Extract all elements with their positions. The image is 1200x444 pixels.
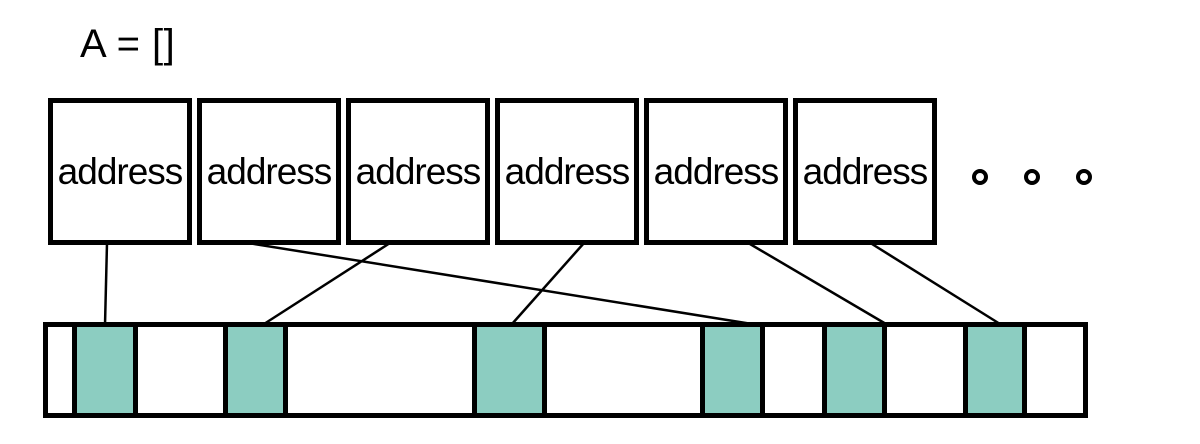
address-box-6: address — [793, 98, 937, 245]
pointer-line-6 — [871, 242, 1001, 326]
pointer-line-5 — [749, 242, 887, 326]
ellipsis-circle-icon — [1024, 169, 1040, 185]
address-box-label: address — [206, 150, 333, 192]
memory-cell-1 — [72, 327, 138, 413]
pointer-line-2 — [247, 241, 753, 326]
pointer-line-3 — [263, 241, 391, 326]
memory-cell-2 — [223, 327, 288, 413]
memory-cell-6 — [963, 327, 1027, 413]
address-box-1: address — [48, 98, 192, 245]
memory-cell-3 — [472, 327, 547, 413]
pointer-line-1 — [103, 242, 109, 326]
address-box-5: address — [644, 98, 788, 245]
address-box-label: address — [504, 150, 631, 192]
address-box-label: address — [802, 150, 929, 192]
memory-cell-4 — [700, 327, 765, 413]
ellipsis-circle-icon — [972, 169, 988, 185]
pointer-line-4 — [511, 242, 585, 325]
memory-bar — [43, 322, 1088, 418]
address-box-label: address — [355, 150, 482, 192]
ellipsis-circle-icon — [1076, 169, 1092, 185]
array-variable-label: A = [] — [80, 22, 176, 66]
address-box-4: address — [495, 98, 639, 245]
memory-cell-5 — [822, 327, 887, 413]
address-box-2: address — [197, 98, 341, 245]
address-box-label: address — [653, 150, 780, 192]
address-box-3: address — [346, 98, 490, 245]
address-box-label: address — [57, 150, 184, 192]
